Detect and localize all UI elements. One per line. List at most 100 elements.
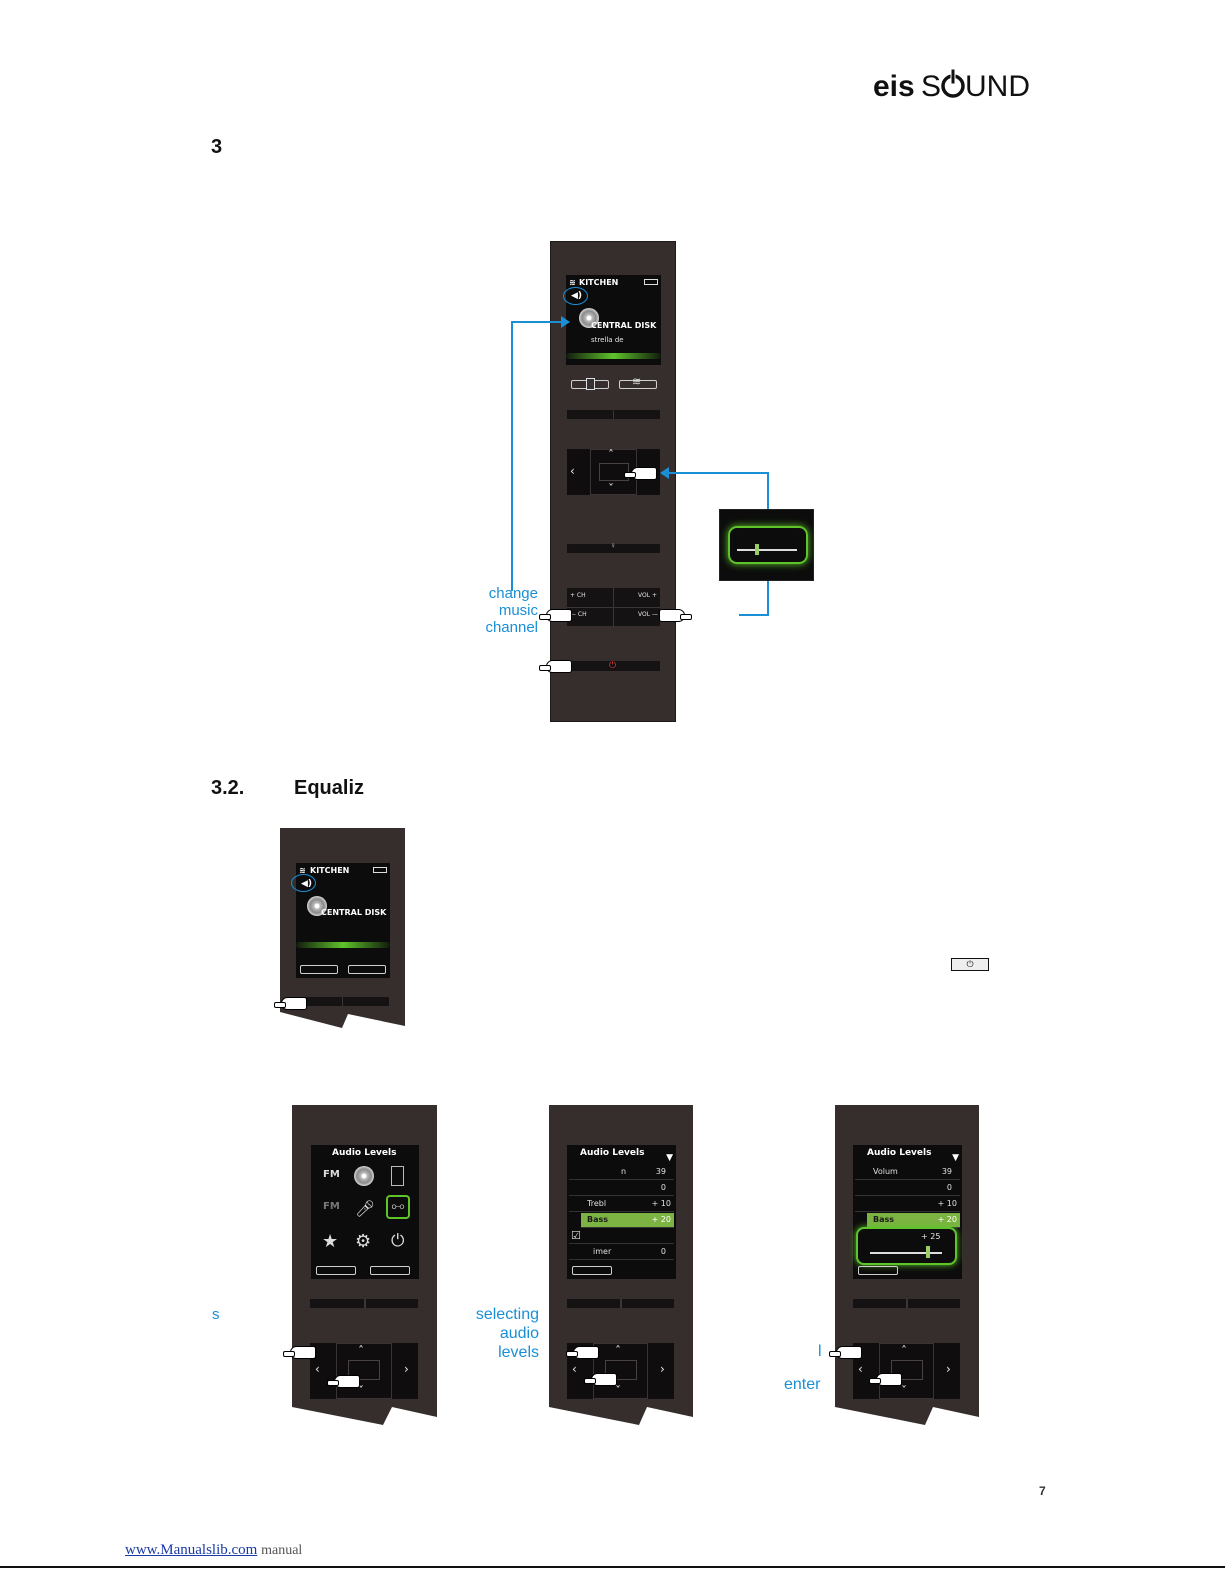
list-item[interactable]: ☑ <box>569 1229 674 1244</box>
cd-icon <box>307 896 327 916</box>
up-arrow-icon[interactable]: ˆ <box>608 448 614 462</box>
screen-title: Audio Levels <box>867 1148 932 1158</box>
speaker-highlight <box>291 874 316 892</box>
list-item-selected[interactable]: Bass+ 20 <box>867 1213 960 1228</box>
ok-button[interactable] <box>605 1360 637 1380</box>
wifi-sk-icon: ≋ <box>632 376 642 388</box>
zone-name: KITCHEN <box>310 866 350 875</box>
down-arrow-icon[interactable]: ˇ <box>615 1384 621 1398</box>
down-arrow-icon[interactable]: ˇ <box>608 482 614 496</box>
vol-minus-label[interactable]: VOL — <box>638 611 658 618</box>
fm-icon[interactable]: FM <box>323 1169 340 1180</box>
function-buttons[interactable] <box>853 1299 960 1308</box>
hand-pointer-icon <box>539 660 572 673</box>
power-icon[interactable]: ⏻ <box>391 1231 405 1251</box>
right-arrow-icon[interactable]: › <box>946 1362 951 1376</box>
ch-minus-label[interactable]: — CH <box>570 611 587 618</box>
slider-thumb[interactable] <box>926 1246 930 1258</box>
up-arrow-icon[interactable]: ˆ <box>615 1344 621 1358</box>
footer-link[interactable]: www.Manualslib.com <box>125 1542 258 1558</box>
list-item-selected[interactable]: Bass+ 20 <box>581 1213 674 1228</box>
function-buttons[interactable] <box>567 410 660 419</box>
page-number: 7 <box>1039 1484 1046 1498</box>
left-arrow-icon[interactable]: ‹ <box>315 1362 320 1376</box>
callout-line <box>767 581 769 616</box>
volume-thumb <box>755 544 759 555</box>
wifi-softkey[interactable]: ≋ <box>619 376 657 389</box>
audio-levels-screen: Audio Levels FM FM 🎤︎ ⧟ ★ ⚙ ⏻ <box>311 1145 419 1279</box>
battery-icon <box>644 279 658 285</box>
microphone-icon[interactable]: 🎤︎ <box>355 1199 376 1218</box>
screen-title: Audio Levels <box>580 1148 645 1158</box>
svg-text:S: S <box>921 70 941 102</box>
remote-screen: ≋ KITCHEN ◀) CENTRAL DISK <box>291 863 390 978</box>
settings-icon[interactable]: ⚙ <box>355 1231 372 1252</box>
ch-vol-buttons[interactable]: + CH — CH VOL + VOL — <box>567 588 660 626</box>
callout-line <box>668 472 769 474</box>
fm-alt-icon[interactable]: FM <box>323 1201 340 1212</box>
hand-pointer-icon <box>327 1375 360 1388</box>
footer: www.Manualslib.com manual <box>125 1542 302 1559</box>
slider-value: + 25 <box>921 1232 941 1241</box>
footer-divider <box>0 1566 1225 1568</box>
ch-plus-label[interactable]: + CH <box>570 592 586 599</box>
function-buttons[interactable] <box>310 1299 418 1308</box>
screen-title: Audio Levels <box>332 1148 397 1158</box>
scroll-down-icon: ▼ <box>666 1153 673 1163</box>
menu-softkey[interactable] <box>571 378 609 390</box>
speaker-highlight <box>563 287 588 305</box>
menu-softkey[interactable] <box>300 965 338 974</box>
down-arrow-icon[interactable]: ˇ <box>358 1384 364 1398</box>
brand-logo: eis S UND <box>873 66 1048 103</box>
hand-pointer-icon <box>539 609 572 622</box>
ok-button[interactable] <box>348 1360 380 1380</box>
list-item[interactable]: 0 <box>569 1181 674 1196</box>
icon-grid[interactable]: FM FM 🎤︎ ⧟ ★ ⚙ ⏻ <box>317 1163 415 1259</box>
ipod-icon[interactable] <box>391 1166 404 1186</box>
section-number: 3.2. <box>211 777 245 799</box>
info-softkey[interactable] <box>370 1266 410 1275</box>
list-item[interactable]: Trebl+ 10 <box>569 1197 674 1212</box>
back-softkey[interactable] <box>858 1266 898 1275</box>
equalizer-icon[interactable]: ⧟ <box>386 1195 410 1219</box>
list-item[interactable]: + 10 <box>855 1197 960 1212</box>
nav-pad[interactable]: ‹ ˆ ˇ › <box>853 1343 960 1399</box>
up-arrow-icon[interactable]: ˆ <box>901 1344 907 1358</box>
hand-pointer-icon <box>659 609 685 622</box>
cd-icon[interactable] <box>354 1166 374 1186</box>
left-arrow-icon[interactable]: ‹ <box>570 464 575 478</box>
right-arrow-icon[interactable]: › <box>660 1362 665 1376</box>
adjust-label: l <box>818 1343 822 1360</box>
scroll-down-icon: ▼ <box>952 1153 959 1163</box>
slider-popup[interactable]: + 25 <box>856 1227 957 1265</box>
wifi-softkey[interactable] <box>348 965 386 974</box>
progress-glow <box>566 353 661 359</box>
power-icon: ⏻ <box>609 660 617 670</box>
side-label: s <box>212 1306 220 1323</box>
list-item[interactable]: 0 <box>855 1181 960 1196</box>
vol-plus-label[interactable]: VOL + <box>638 592 657 599</box>
right-arrow-icon[interactable]: › <box>404 1362 409 1376</box>
function-buttons[interactable] <box>567 1299 674 1308</box>
ok-button[interactable] <box>891 1360 923 1380</box>
progress-glow <box>296 942 390 948</box>
down-arrow-icon[interactable]: ˇ <box>901 1384 907 1398</box>
power-button[interactable]: ⏻ <box>567 660 660 671</box>
left-arrow-icon[interactable]: ‹ <box>572 1362 577 1376</box>
back-softkey[interactable] <box>316 1266 356 1275</box>
section-title: Equaliz <box>294 777 365 799</box>
up-arrow-icon[interactable]: ˆ <box>358 1344 364 1358</box>
back-softkey[interactable] <box>572 1266 612 1275</box>
left-arrow-icon[interactable]: ‹ <box>858 1362 863 1376</box>
eissound-logo: eis S UND <box>873 68 1030 103</box>
mic-button[interactable]: ♀ <box>567 541 660 553</box>
function-buttons[interactable] <box>296 997 389 1006</box>
hand-pointer-icon <box>283 1346 316 1359</box>
nav-pad[interactable]: ‹ ˆ ˇ › <box>310 1343 418 1399</box>
star-icon[interactable]: ★ <box>322 1231 339 1252</box>
